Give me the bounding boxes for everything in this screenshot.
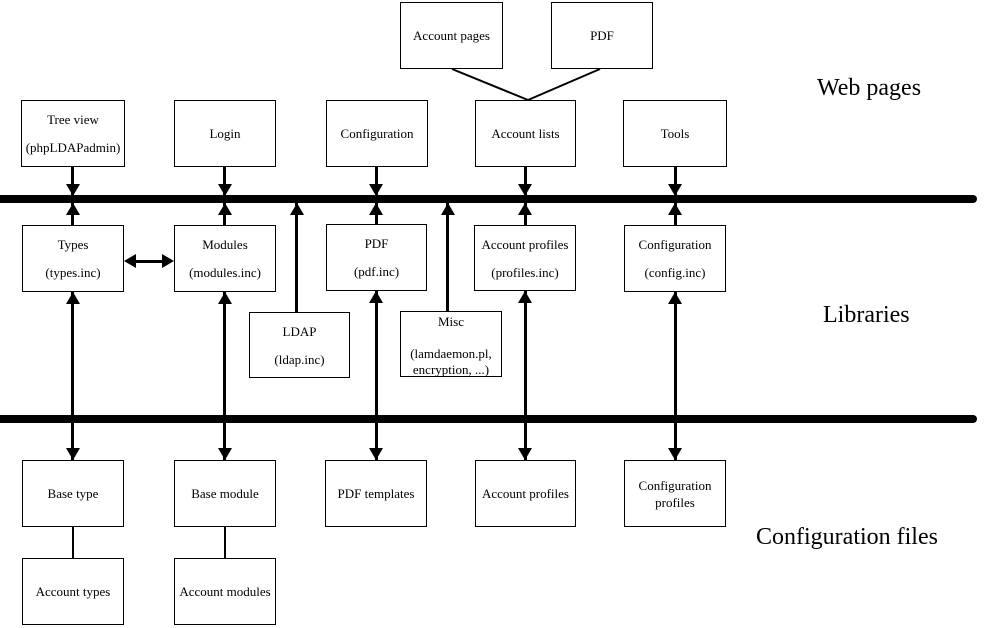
arrowhead-up-types-bus: [66, 203, 80, 215]
box-configuration-profiles-line2: profiles: [655, 494, 695, 510]
box-account-pages-label: Account pages: [413, 28, 490, 43]
box-pdf-lib: PDF (pdf.inc): [326, 224, 427, 291]
arrowhead-down-pdflib-pdftemplates: [369, 448, 383, 460]
box-tools: Tools: [623, 100, 727, 167]
box-account-lists: Account lists: [475, 100, 576, 167]
box-configuration-profiles-line1: Configuration: [638, 477, 712, 493]
box-types-line2: (types.inc): [45, 265, 101, 280]
box-misc-line3: encryption, ...): [412, 362, 490, 377]
line-pdf-to-account-lists: [527, 68, 601, 101]
box-configuration-lib-line1: Configuration: [638, 237, 712, 252]
arrowhead-up-modules-bus: [218, 203, 232, 215]
box-pdf-page-label: PDF: [590, 28, 614, 43]
box-tree-view-line2: (phpLDAPadmin): [25, 140, 121, 155]
box-tree-view-line1: Tree view: [47, 112, 99, 127]
box-configuration-lib-line2: (config.inc): [644, 265, 706, 280]
box-pdf-lib-line1: PDF: [364, 236, 389, 251]
box-account-modules: Account modules: [174, 558, 276, 625]
box-pdf-page: PDF: [551, 2, 653, 69]
arrowhead-left-types-modules: [124, 254, 136, 268]
box-login-label: Login: [209, 126, 241, 141]
box-configuration-page: Configuration: [326, 100, 428, 167]
box-account-types: Account types: [22, 558, 124, 625]
arrowhead-up-accountprofiles-bus: [518, 203, 532, 215]
box-modules-line2: (modules.inc): [189, 265, 261, 280]
layer-label-libraries: Libraries: [823, 302, 910, 328]
arrow-shaft-misc-to-bus: [446, 203, 449, 311]
box-misc-line1: Misc: [438, 314, 464, 329]
arrow-shaft-types-modules: [134, 260, 164, 263]
box-base-type: Base type: [22, 460, 124, 527]
arrow-shaft-modules-basemodule: [223, 292, 226, 460]
arrowhead-up-misc-bus: [441, 203, 455, 215]
arrow-shaft-accountprofileslib-file: [524, 291, 527, 460]
arrow-shaft-treeview-to-bus: [71, 167, 74, 196]
arrowhead-up-ldap-bus: [290, 203, 304, 215]
box-types-line1: Types: [57, 237, 89, 252]
box-pdf-templates-label: PDF templates: [337, 486, 415, 501]
arrowhead-up-types-basetype: [66, 292, 80, 304]
arrowhead-down-configlib-configprofiles: [668, 448, 682, 460]
arrow-shaft-types-basetype: [71, 292, 74, 460]
box-ldap: LDAP (ldap.inc): [249, 312, 350, 378]
box-base-module-label: Base module: [191, 486, 259, 501]
box-types: Types (types.inc): [22, 225, 124, 292]
arrow-shaft-login-to-bus: [223, 167, 226, 196]
box-account-profiles-lib: Account profiles (profiles.inc): [474, 225, 576, 291]
box-account-modules-label: Account modules: [179, 584, 271, 599]
box-account-profiles-lib-line1: Account profiles: [481, 236, 569, 252]
arrowhead-up-modules-basemodule: [218, 292, 232, 304]
arrow-shaft-accountlists-to-bus: [524, 167, 527, 196]
box-account-types-label: Account types: [35, 584, 111, 599]
box-login: Login: [174, 100, 276, 167]
box-configuration-page-label: Configuration: [340, 126, 414, 141]
box-account-pages: Account pages: [400, 2, 503, 69]
arrowhead-up-pdflib-bus: [369, 203, 383, 215]
arrowhead-down-types-basetype: [66, 448, 80, 460]
box-account-profiles-file-label: Account profiles: [481, 486, 569, 501]
box-misc: Misc (lamdaemon.pl, encryption, ...): [400, 311, 502, 377]
connector-basetype-accounttypes: [72, 527, 74, 558]
box-ldap-line1: LDAP: [282, 323, 317, 339]
arrowhead-up-pdflib-pdftemplates: [369, 291, 383, 303]
arrowhead-up-configurationlib-bus: [668, 203, 682, 215]
box-account-profiles-file: Account profiles: [475, 460, 576, 527]
box-base-module: Base module: [174, 460, 276, 527]
box-pdf-templates: PDF templates: [325, 460, 427, 527]
box-configuration-profiles: Configuration profiles: [624, 460, 726, 527]
arrowhead-down-tools-bus: [668, 184, 682, 196]
box-configuration-lib: Configuration (config.inc): [624, 225, 726, 292]
arrowhead-up-accountprofileslib-file: [518, 291, 532, 303]
arrowhead-down-accountprofileslib-file: [518, 448, 532, 460]
line-account-pages-to-account-lists: [451, 68, 529, 101]
arrow-shaft-tools-to-bus: [674, 167, 677, 196]
bus-line-libraries-to-config: [0, 415, 977, 423]
box-tree-view: Tree view (phpLDAPadmin): [21, 100, 125, 167]
box-misc-line2: (lamdaemon.pl,: [410, 346, 492, 361]
arrowhead-down-login-bus: [218, 184, 232, 196]
arrowhead-down-treeview-bus: [66, 184, 80, 196]
arrow-shaft-configlib-configprofiles: [674, 292, 677, 460]
box-ldap-line2: (ldap.inc): [274, 351, 325, 367]
box-modules: Modules (modules.inc): [174, 225, 276, 292]
box-pdf-lib-line2: (pdf.inc): [353, 264, 400, 279]
arrow-shaft-configuration-to-bus: [375, 167, 378, 196]
box-account-profiles-lib-line2: (profiles.inc): [491, 264, 559, 280]
connector-basemodule-accountmodules: [224, 527, 226, 558]
layer-label-web-pages: Web pages: [817, 75, 922, 101]
arrowhead-down-accountlists-bus: [518, 184, 532, 196]
arrowhead-right-types-modules: [162, 254, 174, 268]
arrow-shaft-pdflib-pdftemplates: [375, 291, 378, 460]
box-tools-label: Tools: [660, 126, 690, 141]
layer-label-configuration-files: Configuration files: [756, 524, 938, 550]
bus-line-web-to-libraries: [0, 195, 977, 203]
arrowhead-down-configuration-bus: [369, 184, 383, 196]
box-modules-line1: Modules: [202, 237, 248, 252]
box-account-lists-label: Account lists: [491, 126, 560, 141]
arrowhead-up-configlib-configprofiles: [668, 292, 682, 304]
arrowhead-down-modules-basemodule: [218, 448, 232, 460]
arrow-shaft-ldap-to-bus: [295, 203, 298, 312]
box-base-type-label: Base type: [47, 486, 99, 501]
